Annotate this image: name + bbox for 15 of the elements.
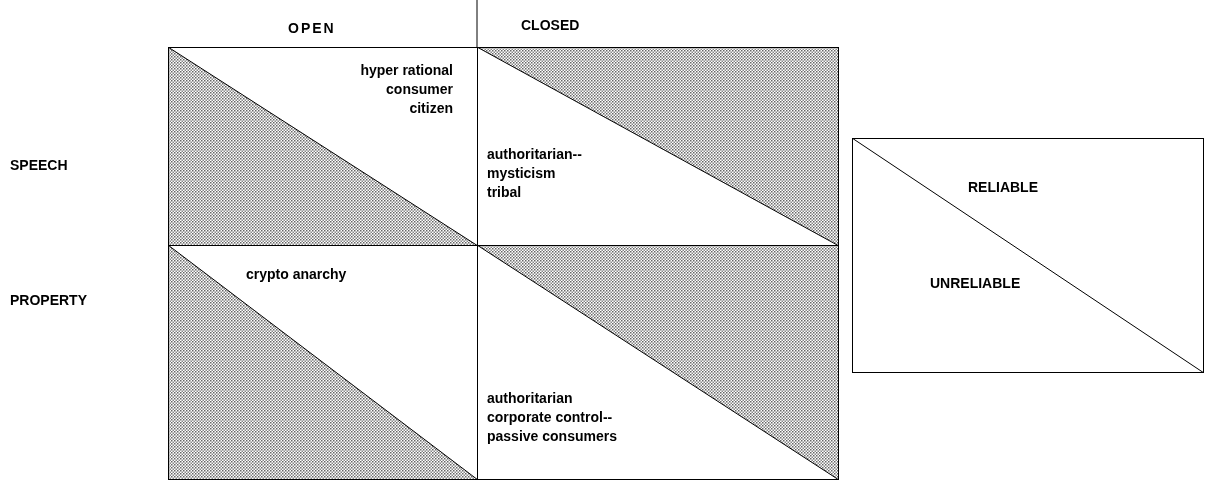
quadrant-cell [168,245,478,480]
column-header: CLOSED [521,17,580,33]
column-header: OPEN [288,20,336,36]
region-label: UNRELIABLE [930,274,1022,293]
legend-box [852,138,1204,373]
quadrant-label: authoritarian corporate control-- passive consumers [487,389,618,446]
row-header: SPEECH [10,157,68,173]
quadrant-cell [477,47,839,246]
quadrant-cell [168,47,478,246]
row-header: PROPERTY [10,292,87,308]
region-label: RELIABLE [968,178,1039,197]
quadrant-label: crypto anarchy [246,265,348,284]
quadrant-label: hyper rational consumer citizen [359,61,453,118]
quadrant-cell [477,245,839,480]
quadrant-label: authoritarian-- mysticism tribal [487,145,583,202]
